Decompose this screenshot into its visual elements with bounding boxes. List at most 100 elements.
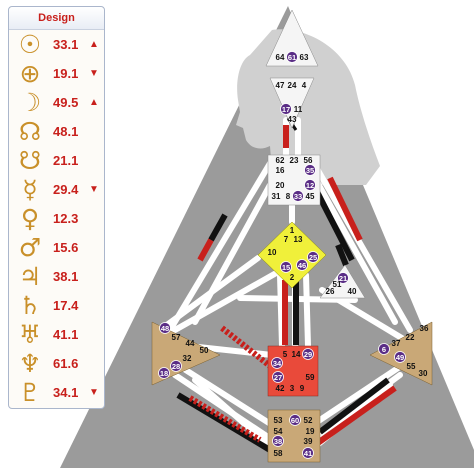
gate-label-throat: 31: [272, 192, 281, 201]
gate-label-solar_plexus: 55: [407, 362, 416, 371]
gate-label-root: 41: [304, 449, 312, 458]
gate-label-sacral: 3: [290, 384, 295, 393]
gate-label-ajna: 11: [294, 105, 303, 114]
gate-label-g: 46: [298, 261, 306, 270]
gate-label-spleen: 32: [183, 354, 192, 363]
head-center: [265, 9, 319, 67]
gate-label-sacral: 42: [276, 384, 285, 393]
gate-label-head: 63: [300, 53, 309, 62]
gate-label-ego: 40: [348, 287, 357, 296]
gate-label-sacral: 27: [274, 373, 282, 382]
gate-label-spleen: 48: [161, 324, 169, 333]
neptune-icon: ♆: [18, 349, 42, 378]
gate-badge: [280, 261, 292, 273]
gate-label-sacral: 5: [283, 350, 288, 359]
gate-label-ajna: 47: [276, 81, 285, 90]
gate-label-solar_plexus: 49: [396, 353, 404, 362]
moon-icon: ☽: [18, 88, 42, 117]
gate-badge: [272, 435, 284, 447]
gate-label-throat: 56: [304, 156, 313, 165]
planet-value: 17.4: [53, 298, 79, 313]
gate-label-throat: 16: [276, 166, 285, 175]
design-panel-title: Design: [9, 7, 104, 30]
gate-badge: [286, 51, 298, 63]
gate-badge: [296, 259, 308, 271]
gate-label-throat: 62: [276, 156, 285, 165]
gate-badge: [170, 360, 182, 372]
gate-label-g: 15: [282, 263, 290, 272]
gate-label-throat: 20: [276, 181, 285, 190]
gate-label-solar_plexus: 36: [420, 324, 429, 333]
planet-row: ☋ 21.1: [9, 147, 106, 175]
gate-label-root: 53: [274, 416, 283, 425]
planet-value: 34.1: [53, 385, 79, 400]
planet-value: 29.4: [53, 182, 79, 197]
gate-label-sacral: 29: [304, 350, 312, 359]
gate-label-throat: 8: [286, 192, 291, 201]
gate-label-head: 61: [288, 53, 296, 62]
design-panel: Design ☉33.1▲⊕19.1▼☽49.5▲☊48.1☋21.1☿29.4…: [8, 6, 105, 409]
gate-label-root: 39: [304, 437, 313, 446]
gate-label-throat: 33: [294, 192, 302, 201]
south-node-icon: ☋: [18, 146, 42, 175]
gate-label-sacral: 9: [300, 384, 305, 393]
spleen-center: [151, 321, 221, 386]
gate-label-sacral: 59: [306, 373, 315, 382]
gate-label-head: 64: [276, 53, 285, 62]
planet-value: 38.1: [53, 269, 79, 284]
planet-row: ♂15.6: [9, 234, 106, 262]
gate-label-g: 2: [290, 273, 295, 282]
planet-row: ♇ 34.1 ▼: [9, 379, 106, 407]
uranus-icon: ♅: [18, 320, 42, 349]
planet-value: 49.5: [53, 95, 79, 110]
gate-label-g: 25: [309, 253, 317, 262]
earth-icon: ⊕: [19, 59, 41, 88]
gate-label-g: 13: [294, 235, 303, 244]
planet-row: ♄17.4: [9, 292, 106, 320]
pluto-icon: ♇: [18, 378, 42, 407]
ajna-center: [269, 77, 315, 129]
venus-icon: ♀: [20, 204, 40, 233]
gate-label-sacral: 14: [292, 350, 301, 359]
head-silhouette-shape: [236, 29, 380, 186]
planet-value: 19.1: [53, 66, 79, 81]
planet-value: 12.3: [53, 211, 79, 226]
gate-label-root: 19: [306, 427, 315, 436]
planet-row: ☽ 49.5 ▲: [9, 89, 106, 117]
gate-label-g: 1: [290, 226, 295, 235]
planet-row: ♆ 61.6: [9, 350, 106, 378]
up-arrow-icon: ▲: [89, 97, 99, 108]
gate-label-solar_plexus: 6: [382, 345, 386, 354]
gate-label-ego: 26: [326, 287, 335, 296]
planet-value: 21.1: [53, 153, 79, 168]
down-arrow-icon: ▼: [89, 68, 99, 79]
gate-label-ajna: 4: [302, 81, 307, 90]
gate-badge: [159, 322, 171, 334]
planet-row: ♃ 38.1: [9, 263, 106, 291]
jupiter-icon: ♃: [18, 262, 42, 291]
gate-badge: [302, 348, 314, 360]
gate-label-spleen: 44: [186, 339, 195, 348]
gate-badge: [158, 367, 170, 379]
planet-row: ☉33.1▲: [9, 31, 106, 59]
gate-badge: [271, 357, 283, 369]
gate-label-solar_plexus: 30: [419, 369, 428, 378]
g-center: [257, 221, 327, 289]
planet-row: ♅ 41.1: [9, 321, 106, 349]
gate-label-sacral: 34: [273, 359, 282, 368]
gate-label-spleen: 57: [172, 333, 181, 342]
north-node-icon: ☊: [18, 117, 42, 146]
sun-icon: ☉: [18, 30, 42, 59]
gate-label-solar_plexus: 37: [392, 339, 401, 348]
gate-label-throat: 35: [306, 166, 314, 175]
gate-label-root: 54: [274, 427, 283, 436]
mars-icon: ♂: [18, 233, 42, 262]
gate-label-throat: 45: [306, 192, 315, 201]
gate-badge: [280, 103, 292, 115]
down-arrow-icon: ▼: [89, 387, 99, 398]
planet-value: 61.6: [53, 356, 79, 371]
planet-value: 41.1: [53, 327, 79, 342]
gate-label-ego: 51: [333, 280, 342, 289]
gate-badge: [292, 190, 304, 202]
